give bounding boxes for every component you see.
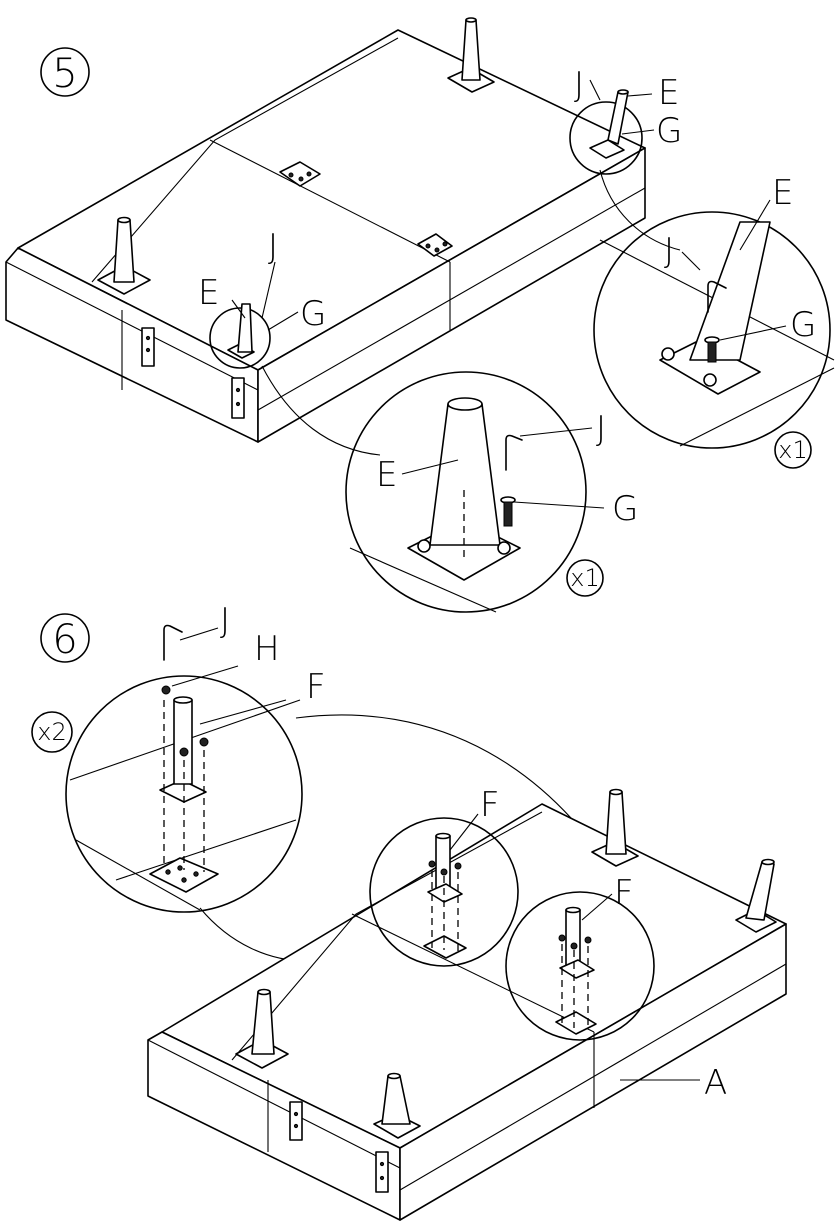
detail-circle-F-right: F — [505, 873, 655, 1041]
step-6-badge: 6 — [40, 613, 90, 663]
detail-circle-step6: H F — [65, 629, 326, 913]
label-E-large-back: E — [772, 173, 793, 213]
leg-step6-front — [373, 1072, 421, 1139]
step-5-number: 5 — [52, 51, 77, 97]
label-F-middle: F — [480, 785, 500, 825]
label-F-right: F — [614, 873, 634, 913]
label-J-step6: J — [220, 601, 230, 641]
label-J-large-back: J — [664, 231, 674, 271]
quantity-back: x1 — [778, 436, 807, 464]
step-5-badge: 5 — [40, 47, 90, 97]
quantity-front: x1 — [570, 564, 599, 592]
qty-badge-front: x1 — [566, 559, 604, 597]
callout-arc-front — [261, 365, 381, 456]
leg-step6-left — [235, 988, 289, 1069]
step-6: 6 J x2 — [31, 601, 787, 1221]
label-A: A — [704, 1063, 727, 1103]
sofa-base-step6: A — [147, 803, 787, 1221]
qty-badge-back: x1 — [774, 431, 812, 469]
label-G-large-front: G — [612, 489, 638, 529]
leg-step5-back — [447, 17, 495, 93]
label-G-large-back: G — [790, 305, 816, 345]
detail-circle-back-small: E J G — [569, 65, 682, 175]
step-5: 5 — [5, 17, 835, 613]
detail-circle-F-middle: F — [369, 785, 519, 967]
detail-circle-front-large: E J G x1 — [345, 371, 638, 613]
side-bracket-step6-2 — [375, 1151, 389, 1193]
label-J-small-back: J — [574, 65, 584, 105]
leg-step6-right — [735, 858, 777, 933]
connector-plate-top-2 — [417, 233, 453, 257]
label-G-small-back: G — [656, 111, 682, 151]
label-H-step6: H — [254, 629, 280, 669]
label-J-small-front: J — [268, 227, 278, 267]
callout-arc-back — [599, 169, 681, 251]
side-bracket-2 — [231, 377, 245, 419]
side-bracket-step6-1 — [289, 1101, 303, 1141]
side-bracket-1 — [141, 327, 155, 367]
leg-step6-back — [591, 788, 639, 867]
sofa-base-step5 — [5, 29, 646, 443]
connector-plate-top-1 — [279, 161, 321, 187]
bolt-G-large-back — [704, 336, 720, 363]
label-J-large-front: J — [596, 409, 606, 449]
label-G-small-front: G — [300, 294, 326, 334]
step-6-number: 6 — [52, 617, 77, 663]
hex-key-J: J — [163, 601, 230, 661]
qty-badge-step6: x2 — [31, 711, 73, 753]
bolt-G-large-front — [500, 496, 516, 527]
quantity-step6: x2 — [37, 718, 66, 746]
detail-circle-front-small: E J G — [198, 227, 326, 369]
label-E-small-front: E — [198, 273, 219, 313]
leg-step5-left — [97, 216, 151, 295]
label-F-step6-detail: F — [306, 667, 326, 707]
label-E-large-front: E — [376, 455, 397, 495]
detail-circle-back-large: E J G x1 — [593, 173, 835, 469]
label-E-small-back: E — [658, 73, 679, 113]
